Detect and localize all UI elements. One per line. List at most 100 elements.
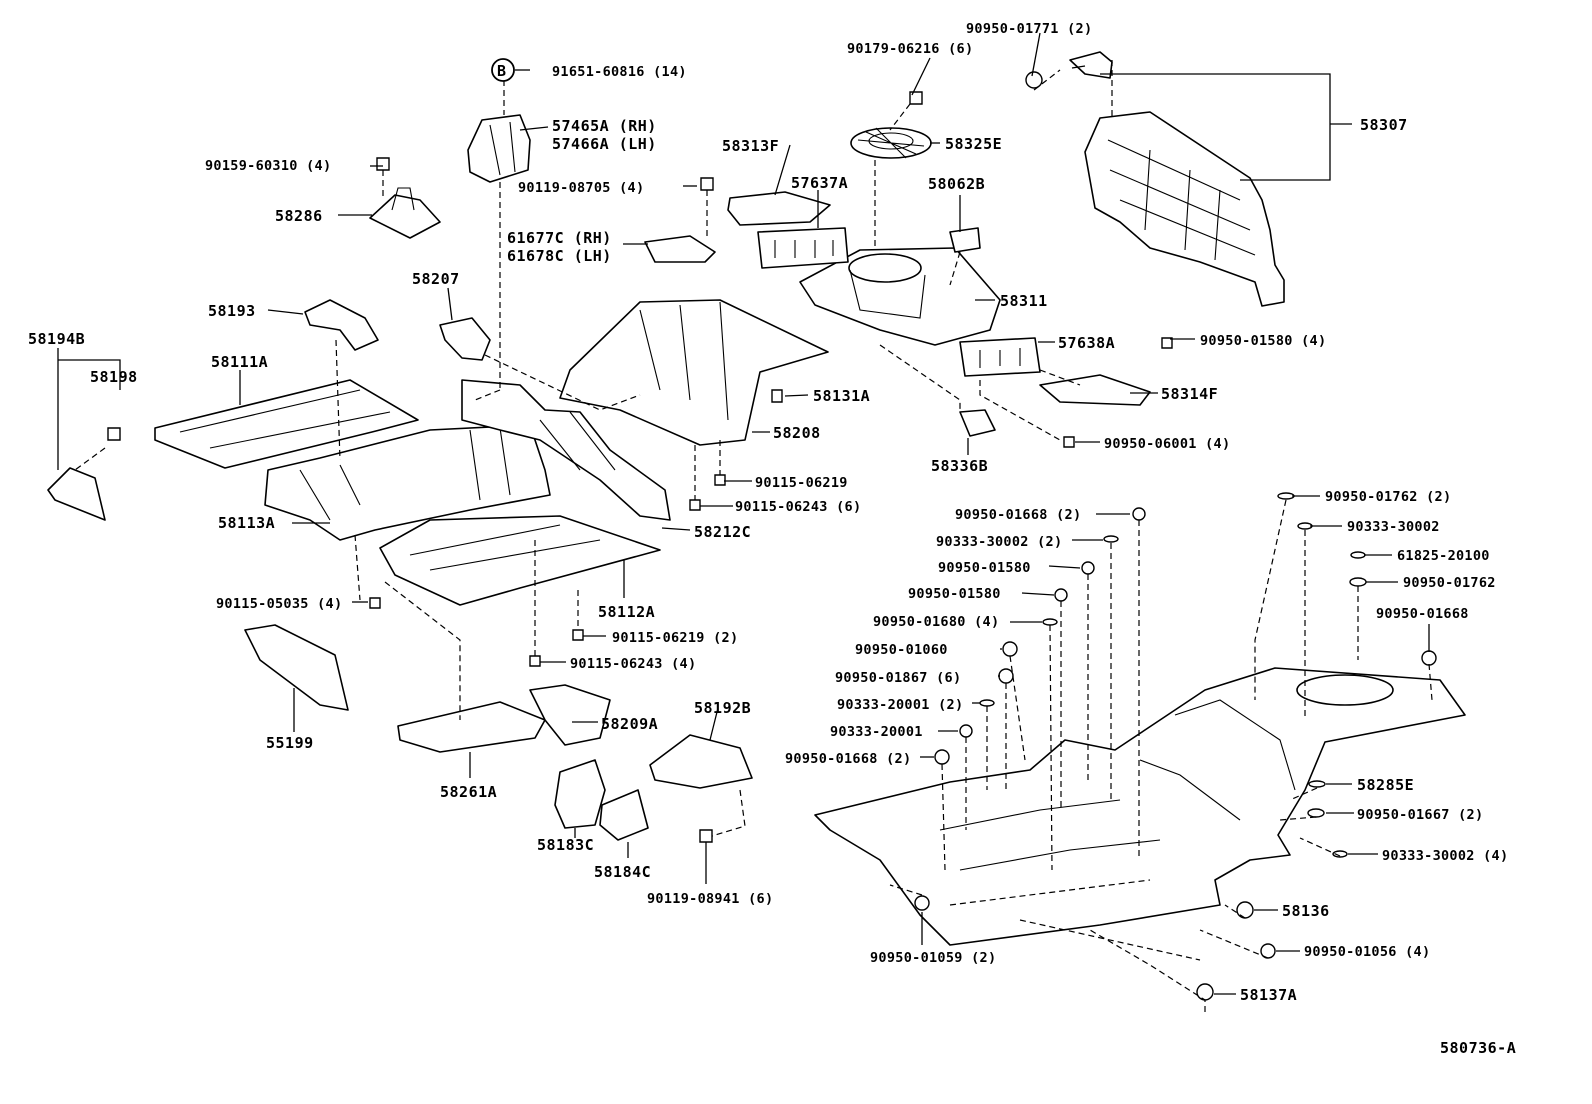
label-91651-60816: 91651-60816 (14) — [552, 64, 687, 80]
label-58198: 58198 — [90, 368, 138, 386]
label-58208: 58208 — [773, 424, 821, 442]
part-58112A — [379, 515, 661, 606]
bolt-icon — [376, 157, 390, 171]
label-58314F: 58314F — [1161, 385, 1218, 403]
part-58325E — [850, 127, 932, 159]
label-90950-01580-4: 90950-01580 (4) — [1200, 333, 1326, 349]
label-58193: 58193 — [208, 302, 256, 320]
label-90333-30002: 90333-30002 — [1347, 519, 1440, 535]
bolt-icon — [107, 427, 121, 441]
part-58311 — [799, 247, 1001, 346]
label-58137A: 58137A — [1240, 986, 1297, 1004]
dashed-lines — [74, 60, 1433, 1012]
label-61678C: 61678C (LH) — [507, 247, 612, 265]
label-58062B: 58062B — [928, 175, 985, 193]
part-58307 — [1069, 51, 1285, 307]
part-58111A — [154, 379, 419, 469]
label-57638A: 57638A — [1058, 334, 1115, 352]
label-90950-01668-2: 90950-01668 (2) — [955, 507, 1081, 523]
label-58131A: 58131A — [813, 387, 870, 405]
part-58194B — [47, 467, 106, 521]
label-58111A: 58111A — [211, 353, 268, 371]
label-58184C: 58184C — [594, 863, 651, 881]
label-90950-01680: 90950-01680 (4) — [873, 614, 999, 630]
part-58183C — [554, 759, 606, 829]
label-90950-01771: 90950-01771 (2) — [966, 21, 1092, 37]
diagram-code: 580736-A — [1440, 1039, 1516, 1057]
label-90115-05035: 90115-05035 (4) — [216, 596, 342, 612]
label-58286: 58286 — [275, 207, 323, 225]
part-58062B — [949, 227, 981, 253]
label-58112A: 58112A — [598, 603, 655, 621]
label-58207: 58207 — [412, 270, 460, 288]
reference-b-icon — [491, 58, 515, 82]
bolt-icon — [369, 597, 381, 609]
label-58336B: 58336B — [931, 457, 988, 475]
bolt-icon — [700, 177, 714, 191]
part-58261A — [397, 701, 546, 753]
label-58209A: 58209A — [601, 715, 658, 733]
part-58209A — [529, 684, 611, 746]
clip-group — [914, 337, 1437, 1001]
label-90115-06219: 90115-06219 — [755, 475, 848, 491]
label-58113A: 58113A — [218, 514, 275, 532]
label-90950-01762: 90950-01762 — [1403, 575, 1496, 591]
part-58286 — [369, 187, 441, 239]
label-58194B: 58194B — [28, 330, 85, 348]
part-58208 — [559, 299, 829, 446]
part-58192B — [649, 734, 753, 789]
part-58313F — [727, 191, 831, 226]
part-55199 — [244, 624, 349, 711]
part-61677C — [644, 235, 716, 263]
label-90159-60310: 90159-60310 (4) — [205, 158, 331, 174]
label-90333-30002-2: 90333-30002 (2) — [936, 534, 1062, 550]
clip-icon — [1025, 71, 1043, 89]
part-58193 — [304, 299, 379, 351]
label-90950-01056: 90950-01056 (4) — [1304, 944, 1430, 960]
label-58307: 58307 — [1360, 116, 1408, 134]
label-90950-01580-a: 90950-01580 — [938, 560, 1031, 576]
bolt-icon — [689, 499, 701, 511]
part-floor-assembly — [814, 667, 1466, 946]
label-61825-20100: 61825-20100 — [1397, 548, 1490, 564]
part-58336B — [959, 409, 996, 437]
label-90119-08705: 90119-08705 (4) — [518, 180, 644, 196]
bolt-icon — [909, 91, 923, 105]
label-61677C: 61677C (RH) — [507, 229, 612, 247]
part-57638A — [959, 337, 1041, 377]
callout-labels: 90950-01771 (2) 90179-06216 (6) 91651-60… — [28, 21, 1516, 1057]
label-90950-01060: 90950-01060 — [855, 642, 948, 658]
label-90950-01668: 90950-01668 — [1376, 606, 1469, 622]
label-58261A: 58261A — [440, 783, 497, 801]
label-90950-01762-2: 90950-01762 (2) — [1325, 489, 1451, 505]
part-57637A — [757, 227, 849, 269]
label-90950-01667: 90950-01667 (2) — [1357, 807, 1483, 823]
bolt-icon — [572, 629, 584, 641]
label-58183C: 58183C — [537, 836, 594, 854]
label-90333-20001: 90333-20001 — [830, 724, 923, 740]
label-90950-01580-b: 90950-01580 — [908, 586, 1001, 602]
part-58314F — [1039, 374, 1151, 406]
label-58311: 58311 — [1000, 292, 1048, 310]
part-58184C — [599, 789, 649, 841]
label-90179-06216: 90179-06216 (6) — [847, 41, 973, 57]
label-90115-06243-6: 90115-06243 (6) — [735, 499, 861, 515]
label-90119-08941: 90119-08941 (6) — [647, 891, 773, 907]
label-55199: 55199 — [266, 734, 314, 752]
label-58285E: 58285E — [1357, 776, 1414, 794]
bolt-icon — [771, 389, 783, 403]
label-58313F: 58313F — [722, 137, 779, 155]
label-90115-06243-4: 90115-06243 (4) — [570, 656, 696, 672]
label-58136: 58136 — [1282, 902, 1330, 920]
label-58192B: 58192B — [694, 699, 751, 717]
label-90115-06219-2: 90115-06219 (2) — [612, 630, 738, 646]
bolt-icon — [714, 474, 726, 486]
part-58113A — [264, 424, 551, 541]
label-90333-20001-2: 90333-20001 (2) — [837, 697, 963, 713]
label-90333-30002-4: 90333-30002 (4) — [1382, 848, 1508, 864]
label-58325E: 58325E — [945, 135, 1002, 153]
reference-b-letter: B — [497, 62, 507, 80]
label-90950-01059: 90950-01059 (2) — [870, 950, 996, 966]
